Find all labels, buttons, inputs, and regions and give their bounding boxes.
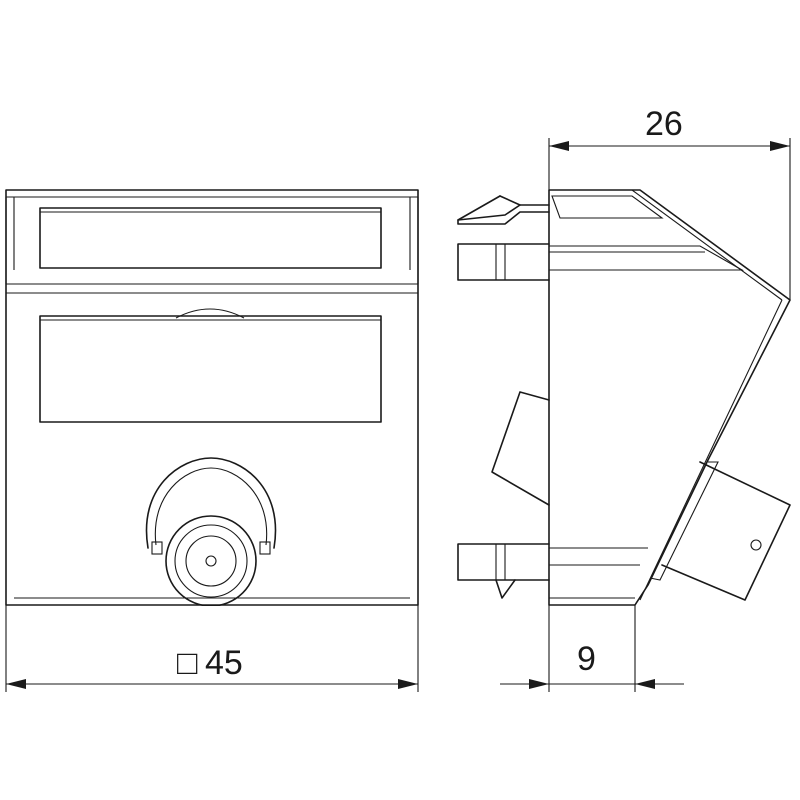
- label-window-top: [39, 207, 382, 269]
- front-top-band: [5, 196, 419, 294]
- bnc-connector: [145, 457, 280, 618]
- dimension-width-label: 45: [205, 644, 243, 682]
- dimension-depth-label: 26: [645, 105, 683, 143]
- bnc-outer-shroud: [145, 457, 277, 549]
- dimension-offset: 9: [500, 605, 684, 692]
- side-connector-pin: [750, 539, 762, 551]
- side-top-chamfer: [551, 195, 664, 219]
- bnc-center-pin: [205, 555, 217, 567]
- side-connector-front: [661, 461, 791, 601]
- side-connector-rear: [491, 391, 550, 506]
- side-tab-lower: [457, 543, 550, 581]
- dimension-offset-label: 9: [577, 640, 596, 678]
- window-divider-arc: [175, 308, 245, 319]
- side-snap-clip-top: [457, 204, 550, 225]
- side-body-outline: [548, 189, 791, 606]
- front-view: [5, 189, 419, 618]
- dimension-width-symbol: □: [177, 644, 198, 682]
- side-tab-upper: [457, 243, 550, 281]
- front-outer-frame: [5, 189, 419, 606]
- bnc-outer-ring: [165, 515, 257, 607]
- dimension-depth: 26: [548, 105, 791, 300]
- label-window-bottom: [39, 315, 382, 423]
- dimension-width: □ 45: [5, 605, 419, 692]
- side-view: [457, 189, 791, 606]
